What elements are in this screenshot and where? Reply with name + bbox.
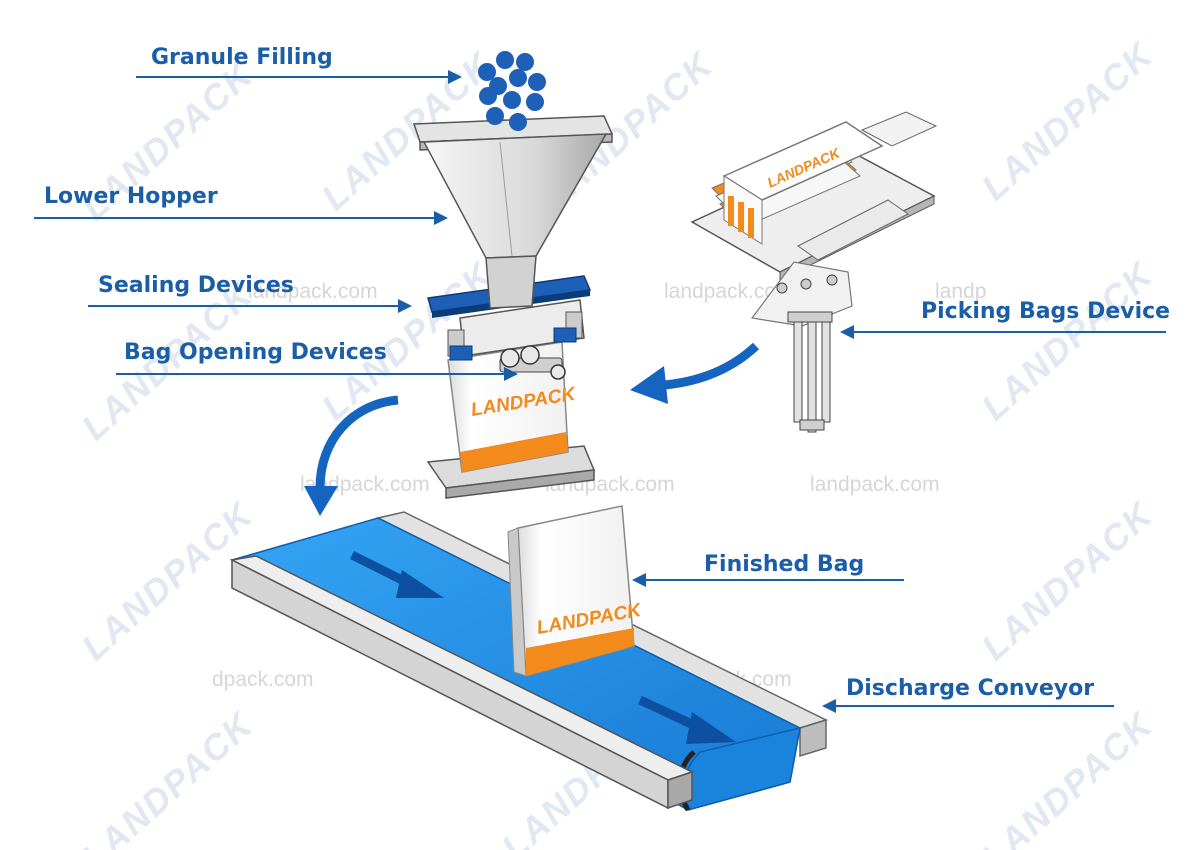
label-sealing-devices: Sealing Devices [98, 273, 294, 298]
label-bag-opening-devices: Bag Opening Devices [124, 340, 387, 365]
label-picking-bags-device: Picking Bags Device [921, 299, 1171, 324]
filling-station: LANDPACK [412, 51, 614, 499]
watermark-website-partial: dpack.com [212, 668, 314, 691]
label-discharge-conveyor: Discharge Conveyor [846, 676, 1095, 701]
flow-arrow-picking-to-filling [630, 342, 760, 404]
flow-arrow-filling-to-conveyor [304, 395, 399, 516]
label-granule-filling: Granule Filling [151, 45, 333, 70]
picking-bags-device: LANDPACK [690, 111, 938, 433]
watermark-website: landpack.com [248, 280, 378, 303]
leader-lines [34, 70, 1166, 713]
watermark-website: landpack.com [810, 473, 940, 496]
discharge-conveyor [229, 511, 829, 812]
finished-bag-illustration: LANDPACK [507, 505, 644, 677]
watermark-website: landpack.com [664, 280, 794, 303]
label-finished-bag: Finished Bag [704, 552, 865, 577]
granules [478, 51, 546, 131]
watermark-website-partial: landp [935, 280, 987, 303]
label-lower-hopper: Lower Hopper [44, 184, 218, 209]
